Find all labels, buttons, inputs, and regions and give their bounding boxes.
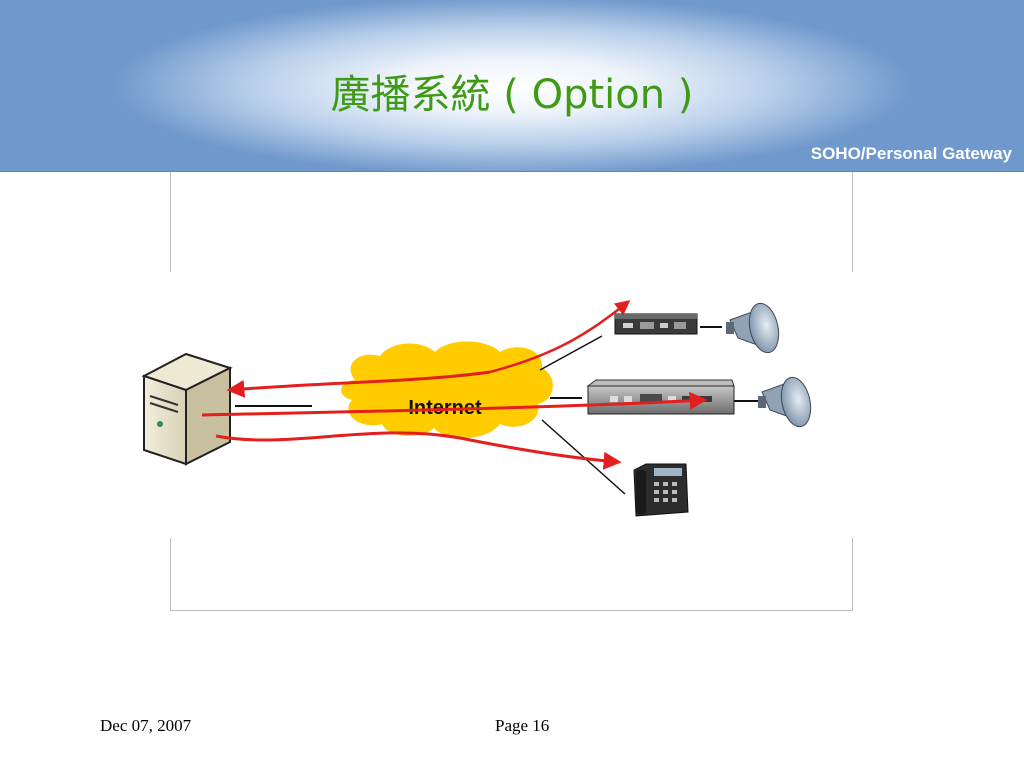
flow-arrow-to-gateway (489, 300, 631, 374)
slide-title: 廣播系統 ( Option ) (330, 72, 694, 118)
flow-arrow-return-to-server (226, 370, 491, 398)
network-diagram: Internet (141, 300, 812, 517)
loudspeaker-icon (758, 376, 812, 428)
gateway-device-icon (614, 313, 698, 335)
flow-arrow-to-rack (201, 391, 708, 417)
slide-subtitle: SOHO/Personal Gateway (810, 144, 1012, 163)
desk-phone-icon (633, 463, 689, 517)
footer-date: Dec 07, 2007 (100, 716, 192, 735)
flow-arrow-to-phone (215, 431, 622, 470)
page-number: Page 16 (495, 716, 550, 735)
loudspeaker-icon (726, 302, 780, 354)
server-tower-icon (141, 352, 233, 466)
slide-header: 廣播系統 ( Option ) SOHO/Personal Gateway (0, 0, 1024, 172)
rack-gateway-icon (586, 379, 735, 415)
broadcast-flow-arrows (201, 300, 708, 470)
internet-cloud: Internet (341, 341, 553, 439)
